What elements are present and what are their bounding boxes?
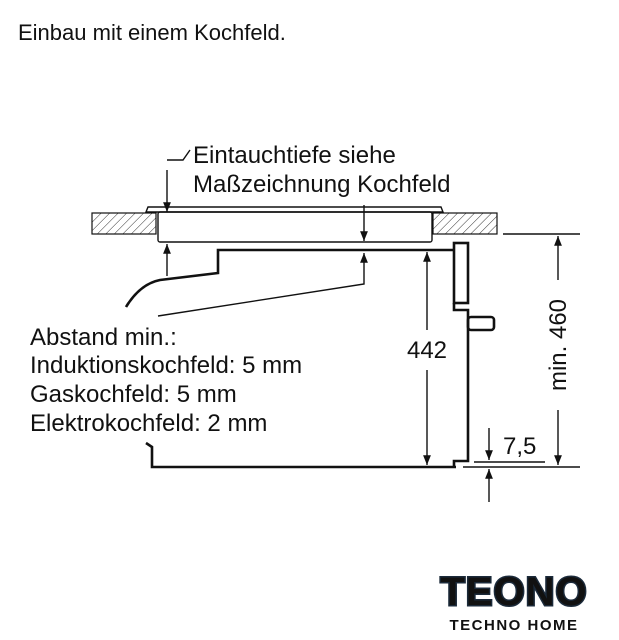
annotation-left-line1: Abstand min.: xyxy=(30,324,177,351)
diagram-title: Einbau mit einem Kochfeld. xyxy=(18,20,286,45)
svg-text:TECHNO HOME: TECHNO HOME xyxy=(450,617,579,634)
hob-body xyxy=(157,211,433,243)
oven-bottom xyxy=(145,441,456,469)
annotation-left-line4: Elektrokochfeld: 2 mm xyxy=(30,410,267,437)
annotation-top-line2: Maßzeichnung Kochfeld xyxy=(193,171,450,198)
oven-outline xyxy=(124,248,453,308)
dim-460-label: min. 460 xyxy=(545,299,572,391)
countertop-left xyxy=(91,212,157,235)
arrow-gap-leader xyxy=(157,253,368,317)
dim-442-label: 442 xyxy=(407,337,447,364)
annotation-left-line3: Gaskochfeld: 5 mm xyxy=(30,381,237,408)
hob-rim xyxy=(144,206,445,213)
svg-text:TEONO: TEONO xyxy=(440,570,587,614)
teono-logo: TEONO TECHNO HOME xyxy=(439,569,588,635)
annotation-leader xyxy=(167,149,191,161)
countertop-right xyxy=(432,212,498,235)
oven-front-lower xyxy=(452,303,470,467)
dim-75-label: 7,5 xyxy=(503,433,536,460)
annotation-top-line1: Eintauchtiefe siehe xyxy=(193,142,396,169)
oven-front-upper xyxy=(452,241,470,305)
oven-knob xyxy=(466,315,496,332)
annotation-left-line2: Induktionskochfeld: 5 mm xyxy=(30,352,302,379)
